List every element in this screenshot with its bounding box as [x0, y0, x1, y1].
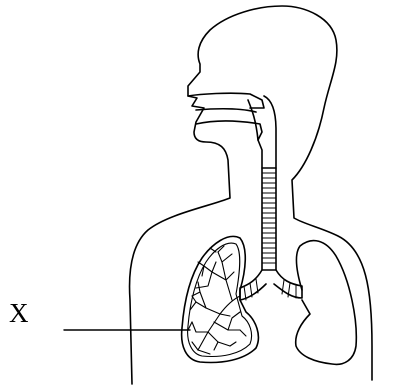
label-x: X: [9, 300, 29, 327]
tongue-line: [196, 121, 262, 140]
nasal-cavity: [188, 93, 264, 108]
upper-palate: [196, 109, 256, 112]
pharynx-back: [264, 96, 276, 168]
head-and-torso-outline: [130, 6, 372, 384]
trachea-rings: [262, 173, 276, 263]
outline-lung: [296, 241, 357, 365]
